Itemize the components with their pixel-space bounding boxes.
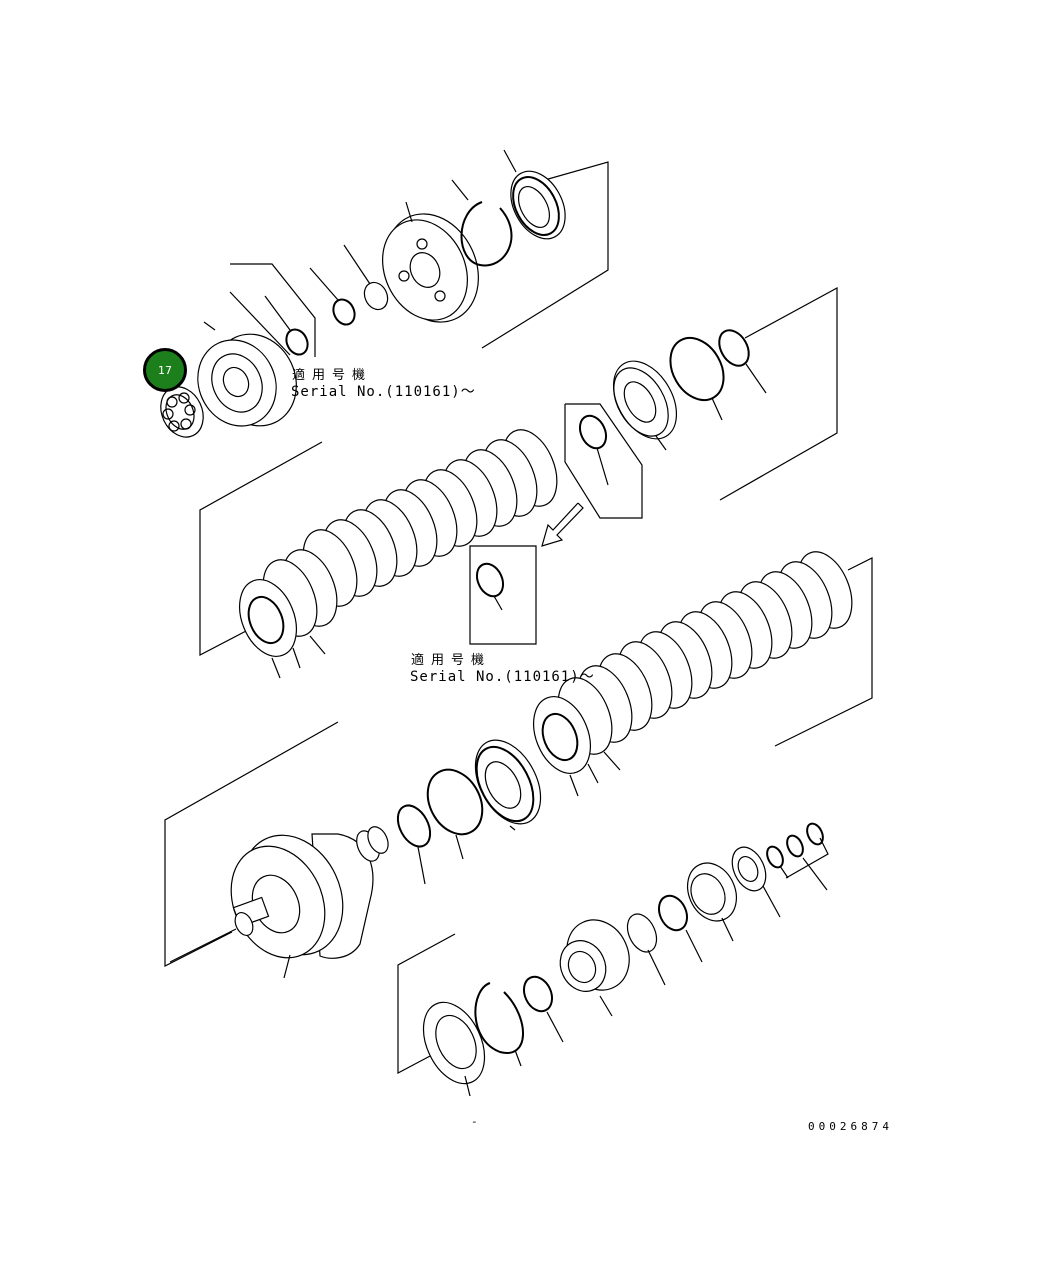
- small-ring-mid: [391, 760, 493, 884]
- callout-number: 17: [158, 363, 172, 377]
- bottom-group-frame: [398, 838, 828, 1073]
- clutch-hub-shaft: [170, 819, 392, 978]
- needle-bearing-bottom: [622, 909, 665, 985]
- small-ring-boxed: [575, 412, 611, 485]
- footer-mark: -: [471, 1115, 482, 1128]
- applicable-model-label-jp: 適用号機: [292, 368, 373, 383]
- snap-ring-bottom: [475, 983, 523, 1066]
- snap-ring-top: [452, 180, 511, 265]
- document-number: 00026874: [808, 1120, 893, 1133]
- piston-retainer: [601, 350, 690, 450]
- sun-gear-bottom: [552, 910, 640, 1016]
- callout-part-17[interactable]: 17: [143, 348, 187, 392]
- small-rings-bottom: [764, 821, 827, 890]
- bearing-bottom: [726, 842, 780, 917]
- applicable-model-label-jp-2: 適用号機: [411, 653, 492, 668]
- carrier-disc-top: [367, 199, 496, 338]
- serial-number-note: Serial No.(110161)～: [291, 384, 476, 400]
- gear-bottom: [678, 855, 745, 941]
- small-rings-top: [265, 245, 392, 358]
- serial-number-note-2: Serial No.(110161)～: [410, 669, 595, 685]
- ring-bottom-2: [654, 891, 702, 962]
- second-group-frame: [565, 288, 837, 518]
- ring-gear-top: [184, 320, 311, 439]
- replacement-arrow: [542, 503, 583, 546]
- o-ring-large: [660, 325, 766, 420]
- seal-top: [500, 150, 576, 248]
- piston-seal-mid: [462, 729, 554, 835]
- small-ring-bottom: [519, 972, 563, 1042]
- boxed-ring-new: [470, 546, 536, 644]
- shaft-group-frame: [165, 722, 338, 966]
- top-group-frame: [230, 162, 608, 357]
- clutch-disc-stack-lower: [523, 544, 872, 796]
- bearing-part-17: [153, 380, 211, 444]
- thrust-washer-bottom: [411, 993, 496, 1096]
- clutch-disc-stack-upper: [200, 422, 567, 678]
